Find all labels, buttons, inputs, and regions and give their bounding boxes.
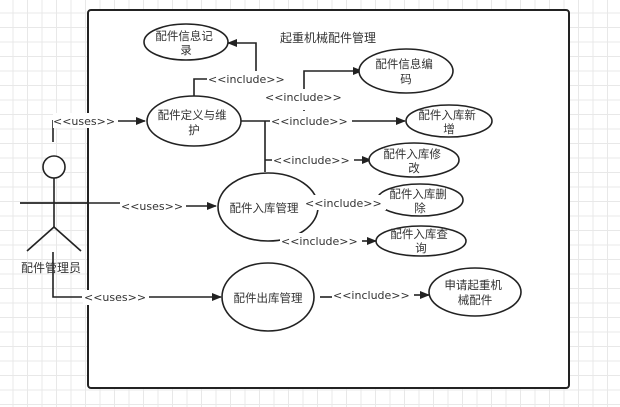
use-case-record-label: 配件信息记 录 [155,29,216,57]
label-include-query: <<include>> [281,235,358,248]
label-include-apply: <<include>> [333,289,410,302]
actor-name: 配件管理员 [21,260,81,275]
use-case-record[interactable] [143,23,229,61]
use-case-modify-label: 配件入库修 改 [383,147,444,175]
label-include-modify: <<include>> [273,154,350,167]
edge-include-code-arrow [303,67,363,90]
label-uses-define: <<uses>> [53,115,115,128]
edge-include-record [193,78,207,99]
label-include-record: <<include>> [208,73,285,86]
edge-include-record-arrow [227,39,257,72]
label-uses-stockin: <<uses>> [121,200,183,213]
use-case-add-label: 配件入库新 增 [418,108,479,136]
edge-uses-stockout [52,252,82,298]
use-case-stockout[interactable] [221,262,315,332]
use-case-apply[interactable] [428,267,522,317]
system-title: 起重机械配件管理 [280,30,376,45]
use-case-code[interactable] [358,48,454,94]
label-include-delete: <<include>> [305,197,382,210]
use-case-delete-label: 配件入库删 除 [389,187,450,215]
label-include-add: <<include>> [271,115,348,128]
edge-include-modify [264,121,272,172]
use-case-apply-label: 申请起重机 械配件 [444,278,505,307]
actor-head [42,155,66,179]
label-include-code: <<include>> [265,91,342,104]
use-case-add[interactable] [405,104,493,138]
use-case-stockin-label: 配件入库管理 [230,201,299,215]
use-case-stockout-label: 配件出库管理 [234,291,303,305]
use-case-code-label: 配件信息编 码 [375,57,436,86]
label-uses-stockout: <<uses>> [84,291,146,304]
use-case-query-label: 配件入库查 询 [390,227,451,255]
use-case-define-label: 配件定义与维 护 [158,108,231,137]
use-case-query[interactable] [375,225,467,257]
use-case-define[interactable] [146,95,242,147]
use-case-modify[interactable] [368,142,460,178]
actor-figure[interactable] [20,155,88,252]
